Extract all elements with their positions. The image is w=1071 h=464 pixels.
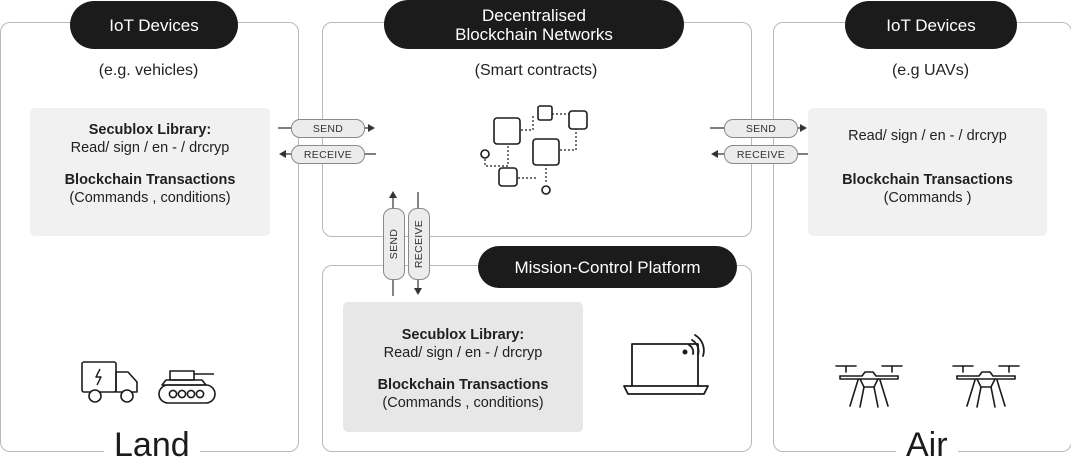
right-send-tag: SEND: [724, 119, 798, 138]
mission-library-title: Secublox Library:: [401, 327, 525, 343]
vertical-receive-label: RECEIVE: [413, 219, 426, 269]
right-receive-tag: RECEIVE: [724, 145, 798, 164]
blockchain-networks-pill: Decentralised Blockchain Networks: [384, 0, 684, 49]
mission-control-pill: Mission-Control Platform: [478, 246, 737, 288]
left-library-title: Secublox Library:: [88, 122, 212, 138]
left-library-ops: Read/ sign / en - / drcryp: [70, 140, 230, 156]
blockchain-nodes-icon: [480, 105, 588, 195]
mission-library-ops: Read/ sign / en - / drcryp: [383, 345, 543, 361]
land-label: Land: [104, 428, 200, 462]
center-pill-line1: Decentralised: [482, 5, 586, 25]
drone-icon: [835, 365, 903, 408]
right-pill-label: IoT Devices: [886, 15, 976, 35]
left-subtitle: (e.g. vehicles): [98, 62, 199, 79]
center-pill-line2: Blockchain Networks: [455, 24, 613, 44]
wireless-laptop-icon: [623, 334, 709, 395]
right-tx-detail: (Commands ): [883, 190, 972, 206]
mission-library-box: Secublox Library: Read/ sign / en - / dr…: [343, 302, 583, 432]
vertical-send-tag: SEND: [383, 208, 405, 280]
mission-tx-title: Blockchain Transactions: [377, 377, 549, 393]
air-panel: [773, 22, 1071, 452]
right-tx-title: Blockchain Transactions: [842, 172, 1013, 188]
blockchain-panel: [322, 22, 752, 237]
right-iot-devices-pill: IoT Devices: [845, 1, 1017, 49]
left-send-tag: SEND: [291, 119, 365, 138]
right-subtitle: (e.g UAVs): [891, 62, 970, 79]
land-panel: [0, 22, 299, 452]
vertical-receive-tag: RECEIVE: [408, 208, 430, 280]
left-tx-title: Blockchain Transactions: [64, 172, 236, 188]
center-subtitle: (Smart contracts): [474, 62, 598, 79]
right-library-box: Read/ sign / en - / drcryp Blockchain Tr…: [808, 108, 1047, 236]
right-library-ops: Read/ sign / en - / drcryp: [848, 128, 1007, 144]
electric-truck-icon: [81, 361, 138, 403]
air-label: Air: [896, 428, 958, 462]
left-tx-detail: (Commands , conditions): [69, 190, 231, 206]
vertical-send-label: SEND: [388, 228, 400, 260]
left-receive-tag: RECEIVE: [291, 145, 365, 164]
drone-icon: [952, 365, 1020, 408]
left-pill-label: IoT Devices: [109, 15, 199, 35]
left-library-box: Secublox Library: Read/ sign / en - / dr…: [30, 108, 270, 236]
tank-icon: [158, 370, 216, 404]
mission-pill-label: Mission-Control Platform: [514, 257, 701, 277]
left-iot-devices-pill: IoT Devices: [70, 1, 238, 49]
mission-tx-detail: (Commands , conditions): [382, 395, 544, 411]
